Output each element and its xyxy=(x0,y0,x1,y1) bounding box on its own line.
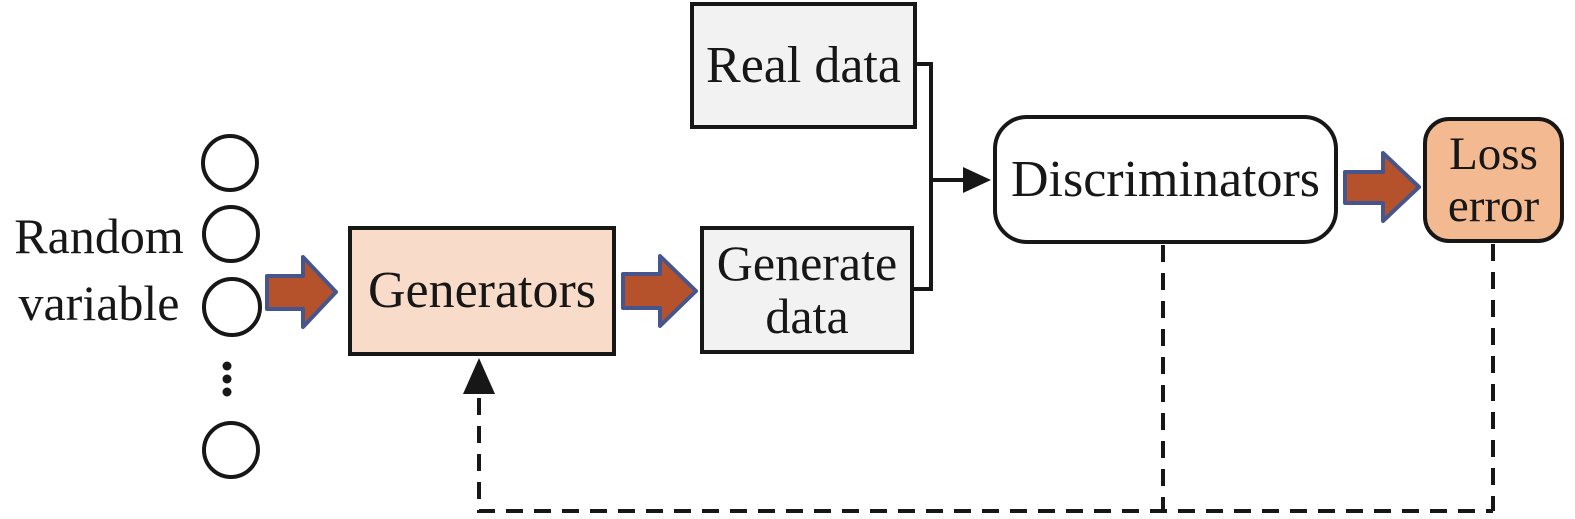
input-node-circle xyxy=(202,205,260,263)
ellipsis-dots-icon xyxy=(222,361,232,397)
feedback-arrowhead-into-generators xyxy=(463,358,495,394)
arrowhead-into-discriminators xyxy=(963,167,991,193)
input-node-circles xyxy=(201,134,262,479)
random-variable-label-line1: Random xyxy=(14,208,184,264)
discriminators-label: Discriminators xyxy=(1010,150,1321,208)
random-variable-label: Random variable xyxy=(0,203,198,337)
loss-error-label-line1: Loss xyxy=(1449,128,1538,180)
generate-data-label-line2: data xyxy=(765,288,849,344)
generators-box: Generators xyxy=(348,226,616,356)
arrow-discriminators-to-loss-error xyxy=(1343,151,1421,223)
input-node-circle xyxy=(201,134,259,192)
real-data-box: Real data xyxy=(690,2,917,129)
arrow-generators-to-generate-data xyxy=(621,254,698,328)
discriminators-box: Discriminators xyxy=(993,115,1338,244)
generate-data-label-line1: Generate xyxy=(716,235,898,291)
random-variable-label-line2: variable xyxy=(18,275,180,331)
loss-error-box: Loss error xyxy=(1423,117,1564,243)
arrow-random-to-generators xyxy=(265,255,338,329)
real-data-label: Real data xyxy=(706,36,901,94)
feedback-dashed-path xyxy=(477,398,1493,513)
generators-label: Generators xyxy=(367,262,597,319)
generate-data-box: Generate data xyxy=(700,226,914,354)
loss-error-label-line2: error xyxy=(1447,180,1540,232)
connector-merge-line xyxy=(913,62,933,291)
input-node-circle xyxy=(202,421,260,479)
input-node-circle xyxy=(202,277,262,337)
